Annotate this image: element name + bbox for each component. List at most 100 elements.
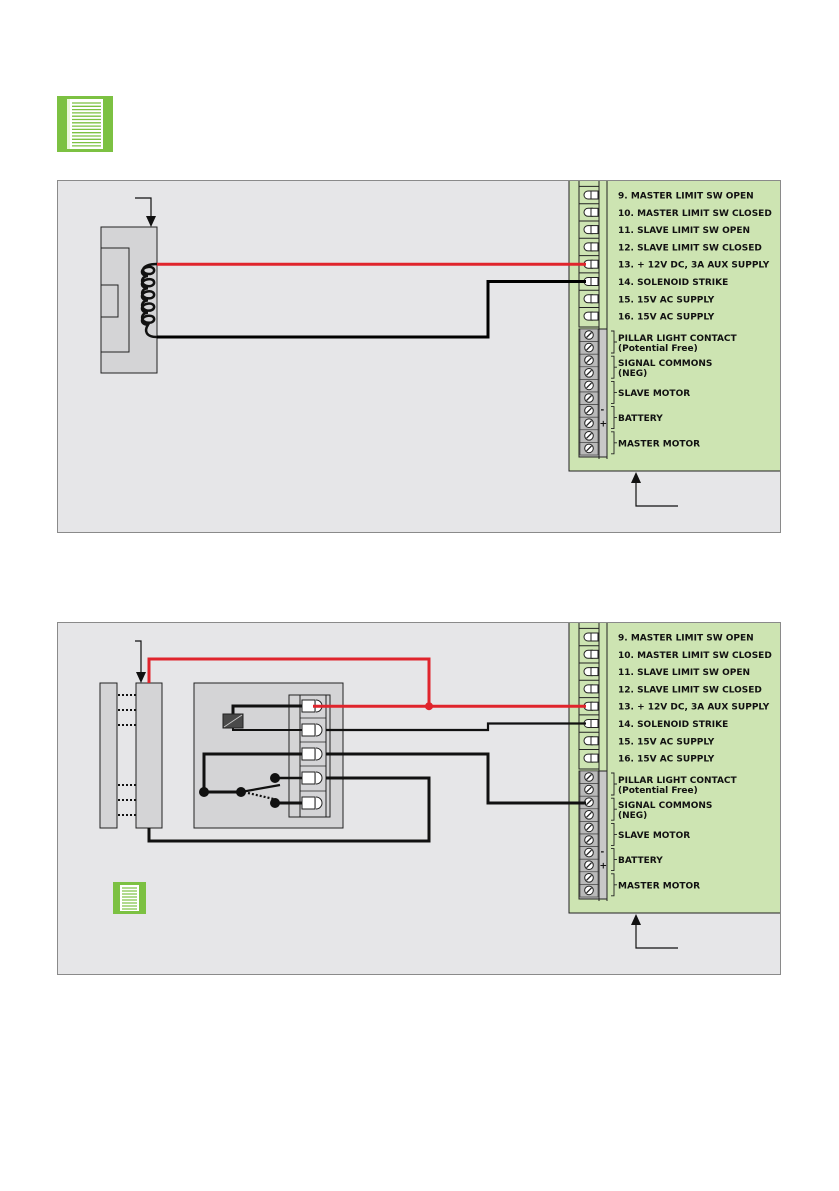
positive-wire-maglock [147, 657, 431, 706]
switch-blade [240, 783, 281, 794]
terminal-label: 14. SOLENOID STRIKE [618, 720, 728, 730]
screw-slot [586, 420, 592, 427]
relay-terminal-clamp-body [301, 796, 316, 810]
bracket [611, 330, 617, 354]
terminal-label: 11. SLAVE LIMIT SW OPEN [618, 226, 750, 236]
screw-group-label: MASTER MOTOR [618, 439, 700, 449]
terminal-clamp-body [590, 277, 599, 286]
strike-wire [326, 722, 586, 732]
terminal-clamp-body [590, 225, 599, 235]
screw-slot [586, 887, 592, 894]
screw-strip-side [598, 328, 608, 458]
terminal-label: 15. 15V AC SUPPLY [618, 737, 715, 747]
bracket [611, 873, 617, 897]
screw-group-sublabel: (Potential Free) [618, 344, 698, 354]
terminal-label: 13. + 12V DC, 3A AUX SUPPLY [618, 703, 770, 713]
relay-terminal-clamp [315, 747, 323, 761]
screw-slot [586, 824, 592, 831]
screw-slot [586, 874, 592, 881]
solenoid-strike-diagram: 9. MASTER LIMIT SW OPEN 10. MASTER LIMIT … [57, 180, 781, 533]
terminal-label: 10. MASTER LIMIT SW CLOSED [618, 209, 772, 219]
relay-terminal-clamp [315, 796, 323, 810]
relay-terminal-clamp-body [301, 747, 316, 761]
document-note-icon [57, 96, 113, 156]
maglock-relay-diagram: 9. MASTER LIMIT SW OPEN 10. MASTER LIMIT … [57, 622, 781, 975]
screw-group-label: PILLAR LIGHT CONTACT [618, 776, 738, 786]
device-callout-line [135, 640, 142, 675]
screw-slot [586, 332, 592, 338]
terminal-label: 13. + 12V DC, 3A AUX SUPPLY [618, 261, 770, 271]
relay-terminal-clamp [315, 771, 323, 785]
screw-group-label: PILLAR LIGHT CONTACT [618, 334, 738, 344]
screw-slot [586, 849, 592, 856]
contact-node [270, 773, 280, 783]
screw-group-label: SLAVE MOTOR [618, 831, 690, 841]
terminal-label: 15. 15V AC SUPPLY [618, 295, 715, 305]
solenoid-coil-icon [140, 262, 158, 339]
screw-slot [586, 774, 592, 780]
signal-common-wire [326, 752, 586, 805]
numbered-terminal-strip [578, 623, 600, 770]
screw-group-sublabel: (NEG) [618, 369, 647, 379]
screw-strip-side [598, 770, 608, 900]
terminal-clamp-body [590, 632, 599, 642]
terminal-clamp-body [590, 719, 599, 728]
contact-node [199, 787, 209, 797]
screw-group-label: SIGNAL COMMONS [618, 359, 712, 369]
terminal-label: 16. 15V AC SUPPLY [618, 755, 715, 765]
screw-slot [586, 369, 592, 376]
terminal-label: 11. SLAVE LIMIT SW OPEN [618, 668, 750, 678]
bracket [611, 380, 617, 404]
polarity-plus: + [600, 420, 608, 430]
device-callout-arrow [136, 672, 146, 683]
terminal-clamp-body [590, 701, 599, 711]
terminal-clamp-body [590, 259, 599, 269]
relay-terminal-clamp-body [301, 771, 316, 785]
screw-slot [586, 811, 592, 818]
screw-slot [586, 786, 592, 793]
screw-slot [586, 432, 592, 439]
board-callout-line [635, 481, 678, 507]
terminal-clamp-body [590, 736, 599, 746]
device-callout-arrow [146, 216, 156, 227]
bracket [611, 355, 617, 379]
screw-group-sublabel: (NEG) [618, 811, 647, 821]
terminal-label: 9. MASTER LIMIT SW OPEN [618, 192, 754, 202]
terminal-clamp-body [590, 684, 599, 694]
terminal-clamp-body [590, 207, 599, 217]
terminal-label: 9. MASTER LIMIT SW OPEN [618, 634, 754, 644]
wiring-diagram-2: 9. MASTER LIMIT SW OPEN 10. MASTER LIMIT … [99, 623, 780, 949]
bracket [611, 797, 617, 821]
polarity-minus: - [601, 848, 605, 858]
terminal-clamp-body [590, 311, 599, 321]
bracket [611, 772, 617, 796]
terminal-clamp-body [590, 242, 599, 252]
note-icon-page [120, 885, 139, 911]
contact-node [236, 787, 246, 797]
strike-latch [100, 284, 119, 318]
device-callout-line [135, 197, 152, 219]
junction-node [425, 702, 433, 711]
negative-wire [157, 280, 586, 339]
relay-terminal-clamp [315, 723, 323, 737]
screw-slot [586, 344, 592, 351]
terminal-label: 10. MASTER LIMIT SW CLOSED [618, 651, 772, 661]
terminal-clamp-body [590, 667, 599, 677]
screw-slot [586, 395, 592, 401]
screw-group-label: SIGNAL COMMONS [618, 801, 712, 811]
wiring-diagram-1: 9. MASTER LIMIT SW OPEN 10. MASTER LIMIT … [100, 181, 780, 507]
armature-plate [99, 682, 118, 829]
terminal-clamp-body [590, 294, 599, 304]
board-callout-line [635, 923, 678, 949]
board-callout-arrow [631, 472, 641, 483]
contact-node [270, 798, 280, 808]
common-contact-wire [202, 752, 302, 792]
screw-slot [586, 837, 592, 843]
screw-slot [586, 862, 592, 869]
screw-group-label: SLAVE MOTOR [618, 389, 690, 399]
screw-slot [586, 445, 592, 452]
bracket [611, 848, 617, 872]
screw-group-label: MASTER MOTOR [618, 881, 700, 891]
maglock-body [135, 682, 163, 829]
polarity-minus: - [601, 406, 605, 416]
